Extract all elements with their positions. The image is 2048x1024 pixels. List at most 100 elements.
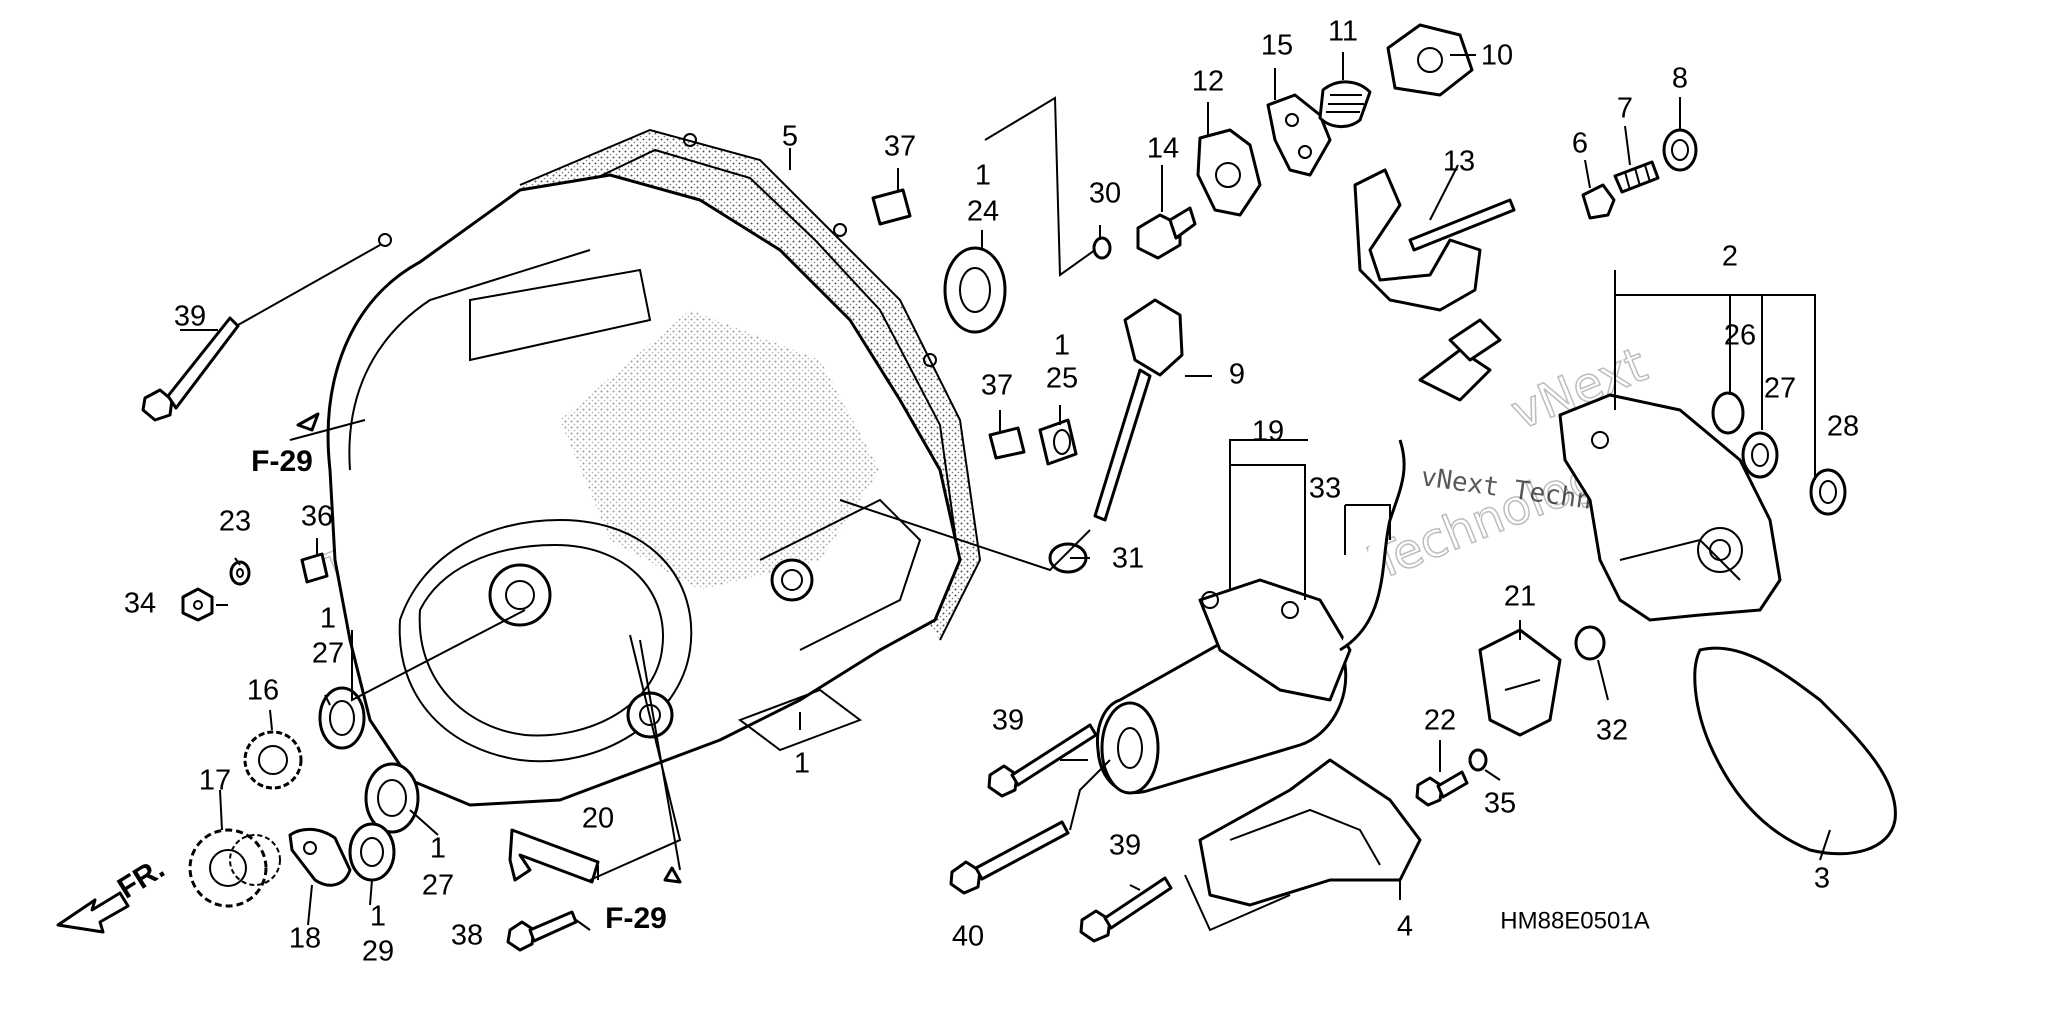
nut-part-34[interactable]: [181, 587, 214, 622]
callout-33: 33: [1309, 473, 1341, 505]
callout-4: 4: [1397, 911, 1413, 943]
callout-39b: 39: [992, 705, 1024, 737]
ref-f29-lower: F-29: [605, 902, 667, 935]
circlip-part-30[interactable]: [1092, 236, 1112, 260]
callout-38: 38: [451, 920, 483, 952]
callout-5: 5: [782, 121, 798, 153]
callouts: 5 37 1 24 30 14 12 15 11 10 13 6 7 8 2 2…: [124, 16, 1859, 968]
seal-part-25[interactable]: [1038, 418, 1078, 466]
shift-fork-part-13[interactable]: [1353, 168, 1516, 312]
callout-1b: 1: [1054, 330, 1070, 362]
bolt-part-40[interactable]: [949, 820, 1070, 895]
spring-part-7[interactable]: [1613, 160, 1660, 194]
callout-1c: 1: [794, 748, 810, 780]
callout-1e: 1: [430, 833, 446, 865]
callout-27b: 27: [422, 870, 454, 902]
callout-24: 24: [967, 196, 999, 228]
callout-29: 29: [362, 936, 394, 968]
callout-11: 11: [1328, 16, 1358, 48]
callout-17: 17: [199, 765, 231, 797]
callout-37a: 37: [884, 131, 916, 163]
stopper-arm-part-15[interactable]: [1266, 93, 1332, 177]
cover-part-4[interactable]: [1198, 758, 1422, 907]
ref-f29-upper: F-29: [251, 445, 313, 478]
callout-32: 32: [1596, 715, 1628, 747]
callout-8: 8: [1672, 63, 1688, 95]
plate-part-18[interactable]: [288, 827, 352, 887]
callout-27c: 27: [1764, 373, 1796, 405]
cable-part-33[interactable]: [1339, 318, 1502, 652]
callout-23: 23: [219, 506, 251, 538]
callout-9: 9: [1229, 359, 1245, 391]
callout-39c: 39: [1109, 830, 1141, 862]
o-ring-part-32[interactable]: [1574, 625, 1606, 661]
callout-13: 13: [1443, 146, 1475, 178]
callout-3: 3: [1814, 863, 1830, 895]
callout-34: 34: [124, 588, 156, 620]
callout-28: 28: [1827, 411, 1859, 443]
washer-part-35[interactable]: [1468, 748, 1488, 772]
plug-part-6[interactable]: [1581, 183, 1616, 220]
callout-2: 2: [1722, 241, 1738, 273]
callout-36: 36: [301, 501, 333, 533]
callout-25: 25: [1046, 363, 1078, 395]
rear-case-cover-part-1[interactable]: [326, 133, 962, 807]
dipstick-part-9[interactable]: [1093, 298, 1184, 522]
bolt-part-39-mid[interactable]: [987, 723, 1098, 798]
bracket-part-20[interactable]: [508, 828, 600, 884]
callout-26: 26: [1724, 320, 1756, 352]
bearing-part-27-pump[interactable]: [1741, 431, 1779, 479]
oil-strainer-part-3[interactable]: [1693, 646, 1897, 856]
callout-18: 18: [289, 923, 321, 955]
bolt-part-38[interactable]: [506, 910, 578, 952]
callout-15: 15: [1261, 30, 1293, 62]
bearing-part-24[interactable]: [943, 246, 1007, 334]
bearing-part-29[interactable]: [348, 822, 396, 882]
drum-plate-part-12[interactable]: [1196, 128, 1262, 217]
bolt-part-39-left[interactable]: [141, 316, 240, 422]
plug-part-8[interactable]: [1662, 128, 1698, 172]
callout-20: 20: [582, 803, 614, 835]
bearing-part-27-lower[interactable]: [364, 762, 420, 834]
callout-40: 40: [952, 921, 984, 953]
cam-plate-part-10[interactable]: [1386, 23, 1474, 97]
callout-21: 21: [1504, 581, 1536, 613]
oil-pump-part-2[interactable]: [1558, 393, 1782, 622]
bearing-part-27-upper[interactable]: [318, 686, 366, 750]
callout-10: 10: [1481, 40, 1513, 72]
callout-6: 6: [1572, 128, 1588, 160]
bearing-part-28[interactable]: [1809, 468, 1847, 516]
leader-lines: [180, 52, 1831, 932]
reference-labels: F-29 F-29: [251, 412, 682, 935]
front-direction-arrow: FR.: [56, 852, 170, 934]
callout-30: 30: [1089, 178, 1121, 210]
dowel-pin-part-37-lower[interactable]: [988, 426, 1026, 460]
callout-7: 7: [1617, 93, 1633, 125]
diagram-code: HM88E0501A: [1500, 907, 1649, 934]
washer-part-23[interactable]: [229, 560, 251, 586]
bolt-part-22[interactable]: [1415, 770, 1469, 807]
callout-37b: 37: [981, 370, 1013, 402]
spring-part-11[interactable]: [1318, 80, 1372, 128]
bolt-part-14[interactable]: [1136, 206, 1197, 260]
starter-motor-part-19[interactable]: [1095, 578, 1352, 795]
callout-19: 19: [1252, 416, 1284, 448]
callout-39a: 39: [174, 301, 206, 333]
gear-part-17[interactable]: [188, 828, 281, 908]
bolt-part-39-low[interactable]: [1079, 876, 1173, 943]
dowel-pin-part-36[interactable]: [300, 552, 329, 584]
dowel-pin-part-37-upper[interactable]: [871, 188, 912, 226]
callout-1f: 1: [370, 901, 386, 933]
bearing-part-26[interactable]: [1711, 391, 1745, 435]
sensor-part-21[interactable]: [1478, 628, 1562, 737]
callout-1a: 1: [975, 160, 991, 192]
gear-part-16[interactable]: [243, 730, 303, 790]
callout-12: 12: [1192, 66, 1224, 98]
callout-14: 14: [1147, 133, 1179, 165]
callout-22: 22: [1424, 705, 1456, 737]
callout-35: 35: [1484, 788, 1516, 820]
callout-1d: 1: [320, 603, 336, 635]
callout-16: 16: [247, 675, 279, 707]
callout-31: 31: [1112, 543, 1144, 575]
